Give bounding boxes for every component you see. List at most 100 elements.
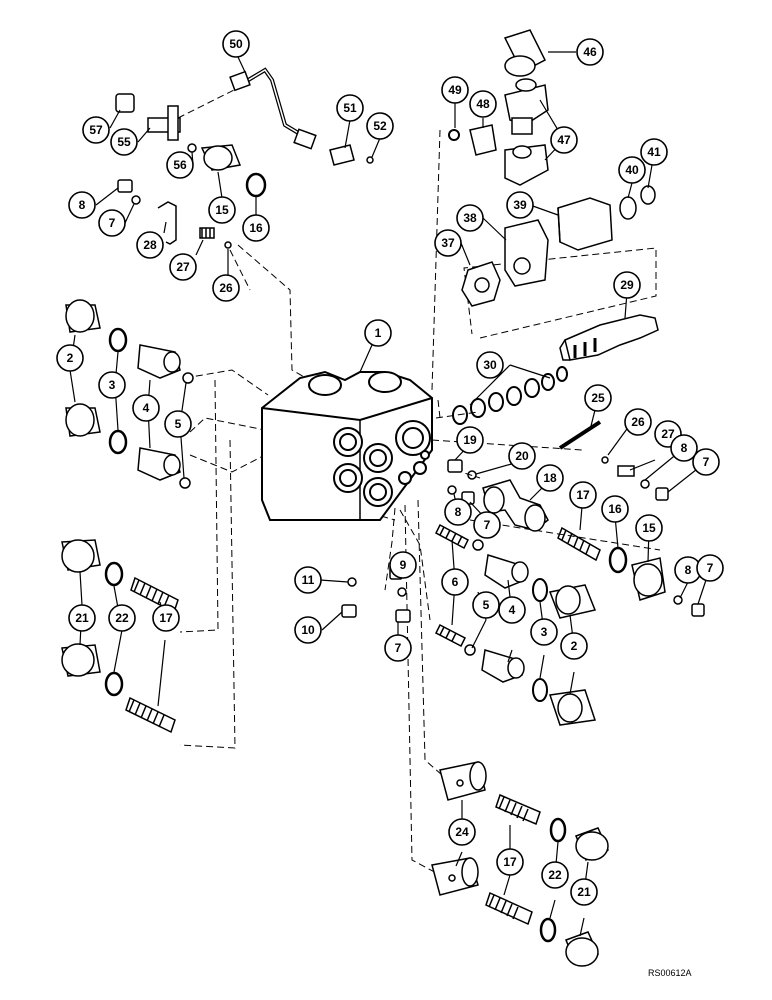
callout-circle: [601, 495, 629, 523]
callout-circle: [366, 112, 394, 140]
callout-number: 24: [455, 825, 469, 839]
callout-26: 26: [624, 408, 652, 436]
callout-24: 24: [448, 818, 476, 846]
callout-number: 49: [448, 83, 462, 97]
callout-56: 56: [166, 151, 194, 179]
callout-circle: [98, 371, 126, 399]
callout-21: 21: [570, 878, 598, 906]
callout-8: 8: [670, 434, 698, 462]
callout-circle: [508, 442, 536, 470]
callout-number: 9: [400, 558, 407, 572]
callout-number: 16: [608, 502, 622, 516]
callout-number: 15: [215, 203, 229, 217]
callout-circle: [476, 351, 504, 379]
callout-16: 16: [242, 214, 270, 242]
callout-circle: [208, 196, 236, 224]
callout-number: 26: [219, 281, 233, 295]
callout-number: 8: [455, 505, 462, 519]
callout-circle: [560, 632, 588, 660]
callout-18: 18: [536, 464, 564, 492]
callout-38: 38: [456, 204, 484, 232]
callout-number: 16: [249, 221, 263, 235]
callout-8: 8: [68, 191, 96, 219]
callout-number: 27: [176, 260, 190, 274]
callout-16: 16: [601, 495, 629, 523]
callout-number: 10: [301, 623, 315, 637]
callout-30: 30: [476, 351, 504, 379]
callout-17: 17: [569, 481, 597, 509]
callout-17: 17: [496, 848, 524, 876]
callout-27: 27: [169, 253, 197, 281]
callout-circle: [68, 191, 96, 219]
callout-number: 8: [79, 198, 86, 212]
callout-3: 3: [98, 371, 126, 399]
callout-circle: [670, 434, 698, 462]
callout-2: 2: [56, 344, 84, 372]
callout-number: 18: [543, 471, 557, 485]
callout-37: 37: [434, 229, 462, 257]
callout-number: 21: [577, 885, 591, 899]
callout-number: 37: [441, 236, 455, 250]
callout-circle: [536, 464, 564, 492]
callout-number: 56: [173, 158, 187, 172]
callout-circle: [498, 596, 526, 624]
callout-circle: [212, 274, 240, 302]
callout-number: 4: [143, 401, 150, 415]
callout-7: 7: [384, 634, 412, 662]
callout-number: 28: [143, 238, 157, 252]
callout-15: 15: [208, 196, 236, 224]
callout-17: 17: [152, 604, 180, 632]
callout-8: 8: [674, 556, 702, 584]
callout-number: 17: [576, 488, 590, 502]
callout-19: 19: [456, 426, 484, 454]
callout-22: 22: [541, 861, 569, 889]
callout-circle: [472, 591, 500, 619]
callout-26: 26: [212, 274, 240, 302]
callout-circle: [294, 566, 322, 594]
callout-7: 7: [692, 448, 720, 476]
callout-number: 20: [515, 449, 529, 463]
callout-circle: [473, 511, 501, 539]
callout-number: 39: [513, 198, 527, 212]
callout-circle: [570, 878, 598, 906]
callout-11: 11: [294, 566, 322, 594]
callout-circle: [166, 151, 194, 179]
callout-46: 46: [576, 38, 604, 66]
callout-7: 7: [473, 511, 501, 539]
callout-circle: [444, 498, 472, 526]
callout-2: 2: [560, 632, 588, 660]
callout-circle: [152, 604, 180, 632]
callout-circle: [624, 408, 652, 436]
parts: [61, 29, 705, 967]
callout-circle: [456, 204, 484, 232]
callout-number: 41: [647, 145, 661, 159]
callout-4: 4: [132, 394, 160, 422]
callout-circle: [569, 481, 597, 509]
callout-circle: [456, 426, 484, 454]
valve-body: [261, 370, 433, 521]
callout-circle: [164, 410, 192, 438]
callout-39: 39: [506, 191, 534, 219]
callout-9: 9: [389, 551, 417, 579]
callout-48: 48: [469, 90, 497, 118]
callout-number: 5: [483, 598, 490, 612]
callout-number: 4: [509, 603, 516, 617]
callout-number: 7: [703, 455, 710, 469]
callout-number: 7: [484, 518, 491, 532]
callout-number: 7: [109, 216, 116, 230]
callout-number: 55: [117, 135, 131, 149]
callout-circle: [550, 126, 578, 154]
callout-number: 22: [548, 868, 562, 882]
callout-57: 57: [82, 116, 110, 144]
callout-circle: [434, 229, 462, 257]
callout-circle: [541, 861, 569, 889]
callout-20: 20: [508, 442, 536, 470]
callout-number: 8: [681, 441, 688, 455]
callout-circle: [136, 231, 164, 259]
callout-circle: [530, 618, 558, 646]
callout-number: 11: [302, 573, 315, 587]
callout-52: 52: [366, 112, 394, 140]
callout-51: 51: [336, 94, 364, 122]
callout-circle: [222, 30, 250, 58]
